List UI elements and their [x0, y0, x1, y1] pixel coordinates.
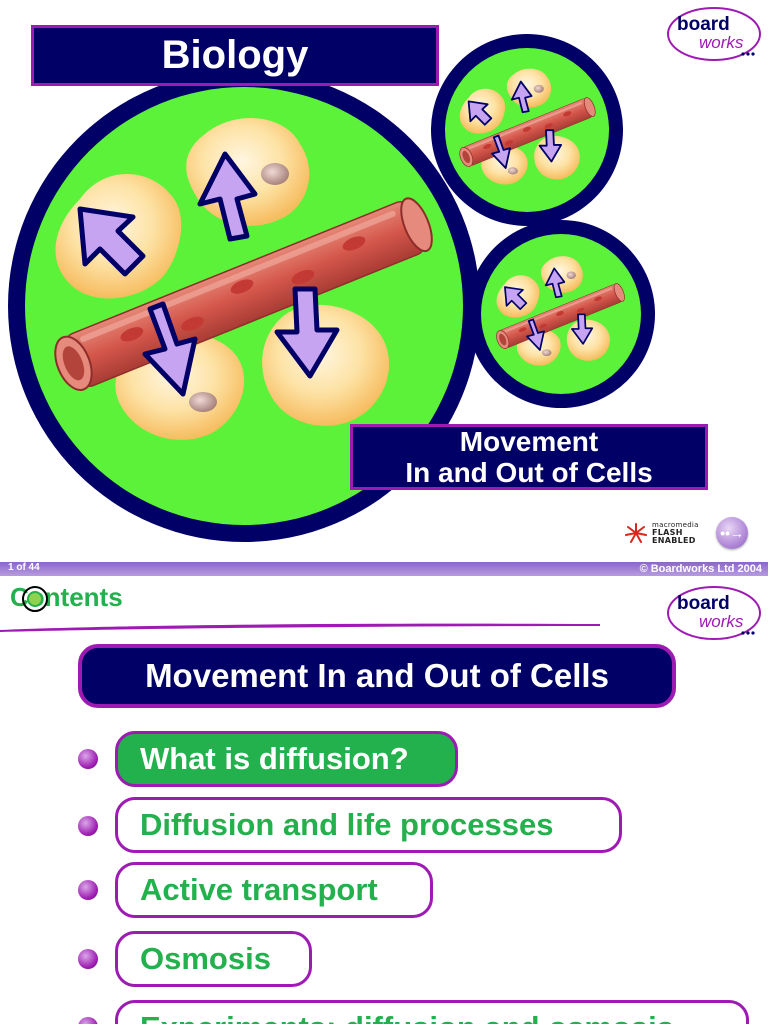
bullet-icon: [78, 1017, 98, 1024]
flash-logo-icon: [625, 523, 647, 543]
arrow-right-icon: ••→: [720, 525, 744, 541]
menu-item-life-processes[interactable]: Diffusion and life processes: [115, 797, 622, 853]
logo-word-works: works: [699, 33, 744, 52]
bullet-icon: [78, 816, 98, 836]
page-indicator: 1 of 44: [8, 562, 40, 573]
title-slide: Biology Movement In and Out of Cells boa…: [8, 6, 763, 549]
boardworks-logo: board works: [667, 585, 763, 641]
flash-enabled-badge: macromedia FLASH ENABLED: [624, 520, 708, 546]
menu-item-experiments[interactable]: Experiments: diffusion and osmosis: [115, 1000, 749, 1024]
flash-line-1: FLASH: [652, 528, 683, 537]
logo-word-works: works: [699, 612, 744, 631]
menu-item-active-transport[interactable]: Active transport: [115, 862, 433, 918]
subtitle-line-1: Movement: [459, 426, 599, 457]
logo-word-board: board: [677, 593, 730, 614]
copyright-text: © Boardworks Ltd 2004: [639, 563, 762, 575]
menu-item-osmosis[interactable]: Osmosis: [115, 931, 312, 987]
cell-diffusion-illustration: [8, 34, 655, 542]
subtitle-line-2: In and Out of Cells: [405, 457, 653, 488]
header-underline: [0, 623, 600, 632]
flash-line-2: ENABLED: [652, 536, 696, 545]
next-slide-button[interactable]: ••→: [716, 517, 748, 549]
slide-footer-strip: 1 of 44 © Boardworks Ltd 2004: [0, 562, 768, 576]
section-title: Movement In and Out of Cells: [78, 644, 676, 708]
boardworks-logo: board works: [667, 6, 763, 62]
bullet-icon: [78, 749, 98, 769]
flash-brand: macromedia: [652, 521, 699, 529]
bullet-icon: [78, 949, 98, 969]
contents-ring-icon: [22, 586, 48, 612]
slide-title: Biology: [31, 25, 439, 86]
slide-subtitle: Movement In and Out of Cells: [350, 424, 708, 490]
bullet-icon: [78, 880, 98, 900]
logo-word-board: board: [677, 14, 730, 35]
contents-slide: Contents board works Movement In and Out…: [0, 576, 768, 1024]
menu-item-diffusion[interactable]: What is diffusion?: [115, 731, 458, 787]
